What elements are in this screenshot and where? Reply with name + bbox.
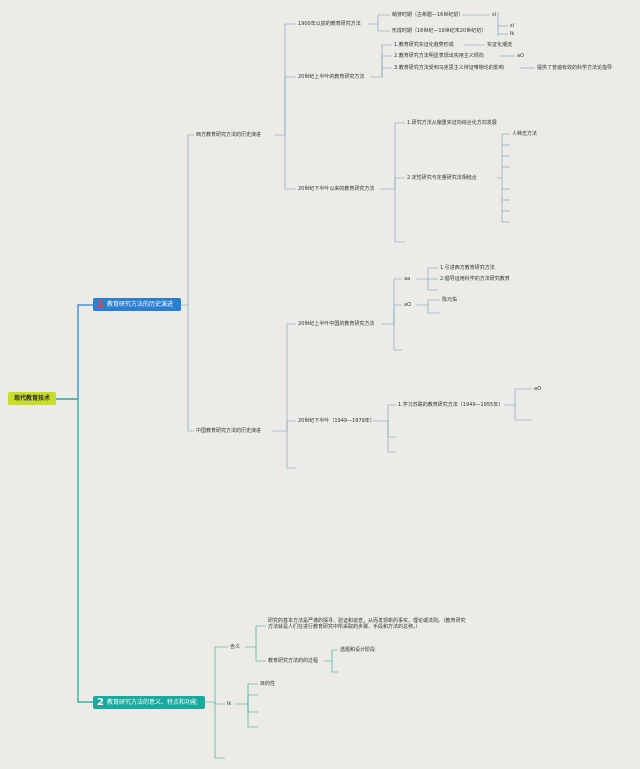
west-early20-leaf-2[interactable]: aO [517,53,524,59]
west-early20-leaf-3[interactable]: 提供了普遍有效的科学方法论指导 [537,65,613,71]
pre1900-leaf-b[interactable]: sl [510,23,514,29]
china-late20-leaf[interactable]: aO [534,386,541,392]
china-node[interactable]: 中国教育研究方法的历史演进 [196,428,262,434]
meaning-definition[interactable]: 研究的基本方法是严谨的探寻、验证和追查，从而发现新的事实、理论或法则。（教育研究… [268,618,466,630]
pre1900-leaf-c[interactable]: lk [510,31,515,37]
west-early20-child-2[interactable]: 2.教育研究方法明显表现出实用主义倾向 [394,53,484,59]
pre1900-node[interactable]: 1900年以前的教育研究方法 [298,21,361,27]
branch2-label: 教育研究方法的意义、特点和功能 [106,699,197,706]
west-early20-node[interactable]: 20世纪上半叶的教育研究方法 [298,74,365,80]
china-early20-sub-b-leaf[interactable]: 陈元佑 [442,297,458,303]
china-early20-sub-a[interactable]: aa [404,276,411,282]
features-node[interactable]: lk [227,701,232,707]
pre1900-leaf-a[interactable]: sl [492,12,496,18]
west-late20-child-2[interactable]: 2.定性研究与定量研究法相结合 [407,175,477,181]
branch1-label: 教育研究方法的历史演进 [106,301,173,308]
west-late20-leaf[interactable]: 人种志方法 [512,131,538,137]
china-late20-node[interactable]: 20世纪下半叶（1949—1979年） [298,418,375,424]
west-late20-node[interactable]: 20世纪下半叶以来的教育研究方法 [298,186,375,192]
west-late20-child-1[interactable]: 1.研究方法从偏重实证向综合化方向发展 [407,120,497,126]
china-early20-sub-b[interactable]: aO [404,302,411,308]
branch1-number: 1 [97,299,104,310]
meaning-process-child[interactable]: 选题和设计阶段 [340,647,376,653]
features-child[interactable]: 目的性 [260,681,276,687]
root-node[interactable]: 现代教育技术 [8,392,56,405]
china-late20-child[interactable]: 1.学习苏联的教育研究方法（1949—1955年） [398,402,504,408]
meaning-process[interactable]: 教育研究方法的的过程 [268,658,319,664]
pre1900-child-1[interactable]: 萌芽时期（古希腊—16世纪前） [392,12,464,18]
west-early20-child-1[interactable]: 1.教育研究实证化趋势形成 [394,42,454,48]
west-early20-child-3[interactable]: 3.教育研究方法受到马克思主义辩证唯物论的影响 [394,65,504,71]
china-early20-sub-a-child-2[interactable]: 2.倡导运用科学的方法研究教育 [440,276,510,282]
west-node[interactable]: 西方教育研究方法的历史演进 [196,132,262,138]
china-early20-sub-a-child-1[interactable]: 1.引进西方教育研究方法 [440,265,495,271]
pre1900-child-2[interactable]: 形成时期（16世纪—19世纪末20世纪初） [392,28,487,34]
china-early20-node[interactable]: 20世纪上半叶中国的教育研究方法 [298,321,375,327]
branch2-number: 2 [97,697,104,708]
meaning-node[interactable]: 含义 [230,644,241,650]
west-early20-leaf-1[interactable]: 实证化潮流 [487,42,513,48]
